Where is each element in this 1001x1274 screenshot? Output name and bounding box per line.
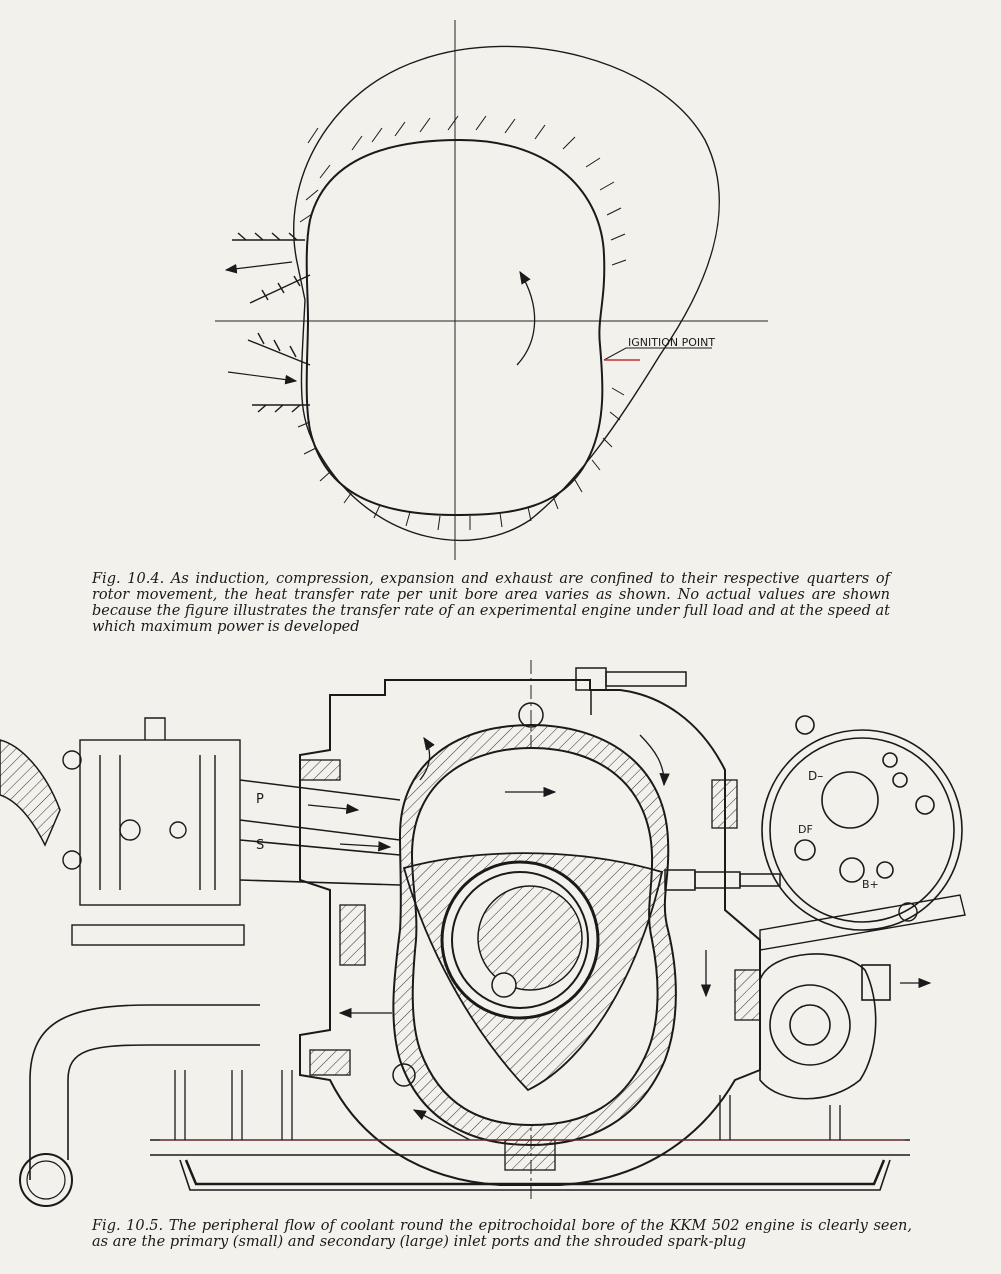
rotation-arrow (516, 270, 536, 366)
air-intake-hose (0, 739, 61, 847)
exhaust-pipe-end (19, 1153, 73, 1207)
shrouded-spark-plug (575, 667, 687, 715)
primary-flow-arrow (307, 803, 360, 815)
epitrochoid-bore (305, 138, 606, 517)
inlet-manifold (239, 779, 401, 886)
figure-10-5: P S (0, 640, 1001, 1220)
coolant-arrow-left (419, 736, 435, 781)
eccentric-shaft (477, 885, 583, 991)
figure-10-4: IGNITION POINT (0, 0, 1001, 560)
primary-port-label: P (256, 792, 264, 807)
figure-10-5-caption: Fig. 10.5. The peripheral flow of coolan… (92, 1218, 912, 1250)
alternator (761, 715, 963, 931)
water-pump (759, 953, 891, 1100)
hatching (297, 115, 627, 531)
terminal-d-minus-label: D– (808, 769, 823, 783)
exhaust-pipe-outer (29, 1004, 260, 1180)
exhaust-port (232, 232, 311, 304)
sump-ribs (174, 1070, 841, 1140)
caption-text: As induction, compression, expansion and… (92, 571, 890, 635)
secondary-flow-arrow (339, 841, 392, 852)
spark-plug (664, 869, 781, 891)
threaded-plugs (299, 759, 761, 1171)
heat-transfer-diagram: IGNITION POINT (215, 20, 768, 560)
exhaust-pipe-inner (67, 1044, 260, 1160)
terminal-b-plus-label: B+ (862, 878, 879, 891)
coolant-arrow-bottom (412, 1109, 471, 1141)
figure-10-4-caption: Fig. 10.4. As induction, compression, ex… (92, 571, 890, 635)
mounting-bracket (759, 894, 966, 951)
coolant-arrow-right (639, 734, 670, 787)
exhaust-flow-arrow (224, 261, 293, 274)
terminal-df-label: DF (798, 823, 813, 836)
ignition-point-label: IGNITION POINT (628, 336, 715, 349)
engine-cross-section: P S (0, 660, 966, 1207)
inlet-flow-arrow (227, 371, 298, 385)
inlet-port (247, 332, 311, 413)
caption-label: Fig. 10.4. (92, 571, 165, 587)
carburettor (62, 717, 245, 946)
caption-label: Fig. 10.5. (92, 1218, 164, 1234)
ignition-leader-line (603, 347, 712, 361)
caption-text: The peripheral flow of coolant round the… (92, 1218, 913, 1250)
housing-casing (299, 679, 761, 1186)
secondary-port-label: S (256, 838, 264, 853)
heat-transfer-curve (293, 45, 720, 541)
